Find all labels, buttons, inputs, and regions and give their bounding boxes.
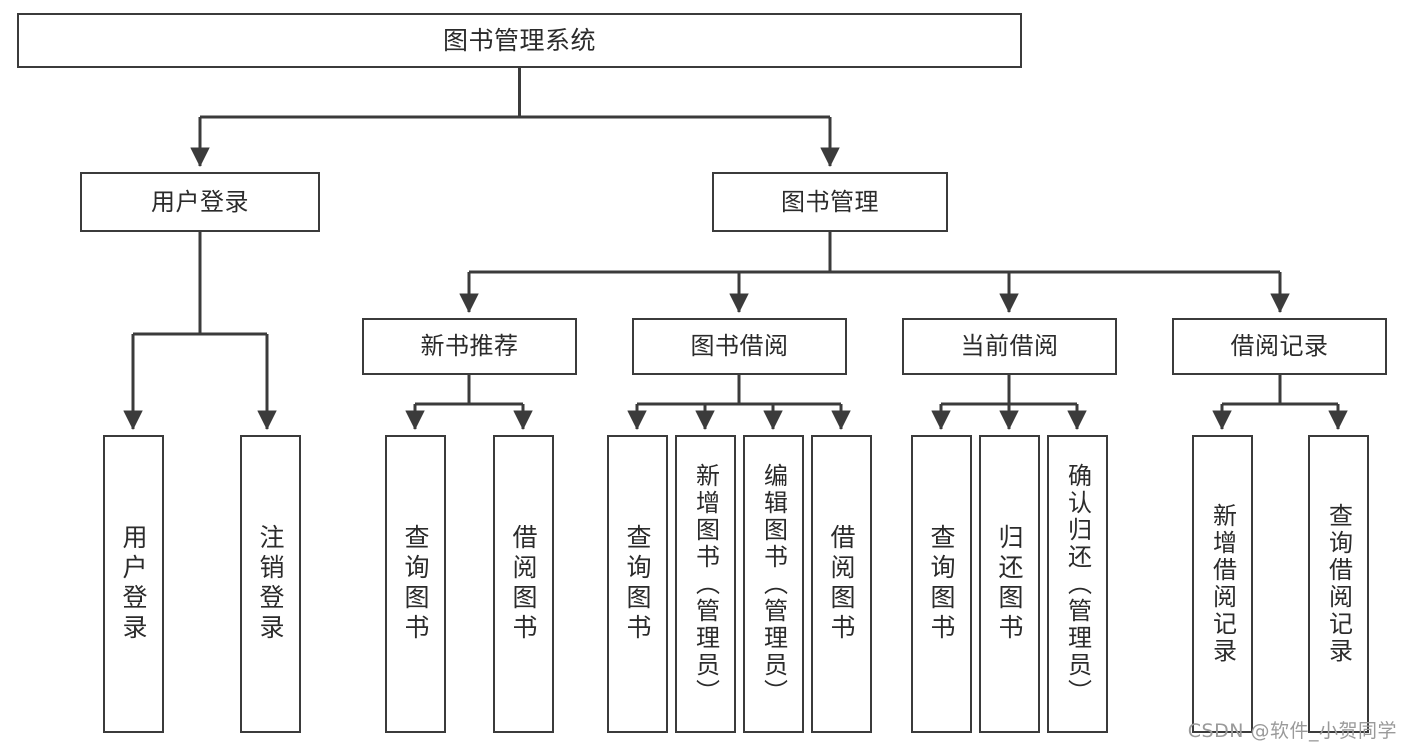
csdn-watermark: CSDN @软件_小贺同学: [1187, 720, 1397, 742]
node-root-system[interactable]: 图书管理系统: [17, 13, 1022, 68]
leaf-borrow-book-recommend[interactable]: 借阅图书: [493, 435, 554, 733]
leaf-user-login[interactable]: 用户登录: [103, 435, 164, 733]
leaf-query-book-current[interactable]: 查询图书: [911, 435, 972, 733]
node-label: 图书管理系统: [442, 25, 596, 55]
node-label: 图书借阅: [690, 332, 789, 361]
node-label: 查询图书: [927, 524, 956, 644]
node-book-manage[interactable]: 图书管理: [712, 172, 948, 232]
node-label: 编辑图书（管理员）: [759, 462, 788, 706]
node-label: 注销登录: [256, 524, 285, 644]
node-label: 新增借阅记录: [1208, 503, 1237, 665]
node-label: 查询借阅记录: [1324, 503, 1353, 665]
node-label: 借阅记录: [1230, 332, 1329, 361]
node-label: 借阅图书: [509, 524, 538, 644]
leaf-query-book-borrow[interactable]: 查询图书: [607, 435, 668, 733]
node-label: 确认归还（管理员）: [1063, 462, 1092, 706]
leaf-add-book-admin[interactable]: 新增图书（管理员）: [675, 435, 736, 733]
node-user-login[interactable]: 用户登录: [80, 172, 320, 232]
leaf-add-borrow-record[interactable]: 新增借阅记录: [1192, 435, 1253, 733]
node-book-borrow[interactable]: 图书借阅: [632, 318, 847, 375]
leaf-query-book-recommend[interactable]: 查询图书: [385, 435, 446, 733]
node-label: 当前借阅: [960, 332, 1059, 361]
leaf-return-book[interactable]: 归还图书: [979, 435, 1040, 733]
node-label: 查询图书: [623, 524, 652, 644]
leaf-logout[interactable]: 注销登录: [240, 435, 301, 733]
node-current-borrow[interactable]: 当前借阅: [902, 318, 1117, 375]
node-label: 用户登录: [151, 187, 249, 216]
node-label: 用户登录: [119, 524, 148, 644]
leaf-confirm-return-admin[interactable]: 确认归还（管理员）: [1047, 435, 1108, 733]
node-new-book-recommend[interactable]: 新书推荐: [362, 318, 577, 375]
node-borrow-record[interactable]: 借阅记录: [1172, 318, 1387, 375]
node-label: 归还图书: [995, 524, 1024, 644]
leaf-query-borrow-record[interactable]: 查询借阅记录: [1308, 435, 1369, 733]
node-label: 图书管理: [781, 187, 879, 216]
node-label: 借阅图书: [827, 524, 856, 644]
node-label: 查询图书: [401, 524, 430, 644]
leaf-edit-book-admin[interactable]: 编辑图书（管理员）: [743, 435, 804, 733]
node-label: 新书推荐: [420, 332, 519, 361]
node-label: 新增图书（管理员）: [691, 462, 720, 706]
leaf-borrow-book-borrow[interactable]: 借阅图书: [811, 435, 872, 733]
